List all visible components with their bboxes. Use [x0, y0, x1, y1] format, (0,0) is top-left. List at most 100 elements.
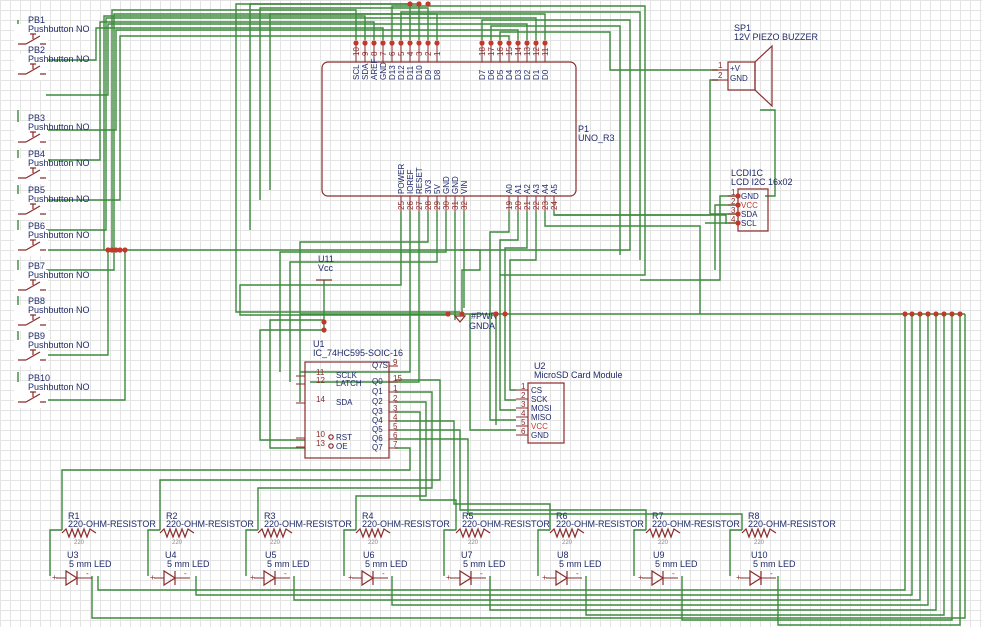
wire-40[interactable]: [499, 212, 519, 411]
wire-42[interactable]: [509, 212, 537, 391]
wire-72[interactable]: [729, 529, 742, 576]
diode-triangle[interactable]: [65, 569, 79, 587]
wire-36[interactable]: [279, 212, 447, 372]
wire-32[interactable]: [300, 212, 411, 373]
diode-triangle[interactable]: [749, 569, 763, 587]
diode-triangle[interactable]: [555, 569, 569, 587]
shift-register-body[interactable]: [304, 361, 390, 459]
pushbutton-body[interactable]: [14, 340, 48, 366]
wire-53[interactable]: [259, 329, 324, 441]
resistor-zigzag[interactable]: [645, 527, 681, 539]
wire-66[interactable]: [147, 529, 160, 576]
pushbutton-body[interactable]: [14, 24, 48, 50]
wire-15[interactable]: [46, 23, 528, 96]
diode-triangle[interactable]: [361, 569, 375, 587]
wire-55[interactable]: [469, 314, 516, 431]
lcd-pin-number: 2: [731, 197, 736, 206]
pin-number-22: 22: [532, 201, 541, 210]
wire-63[interactable]: [395, 438, 743, 530]
wire-70[interactable]: [537, 529, 550, 576]
pushbutton-body[interactable]: [14, 122, 48, 148]
wire-74[interactable]: [195, 314, 913, 596]
resistor-zigzag[interactable]: [549, 527, 585, 539]
diode-triangle[interactable]: [651, 569, 665, 587]
wire-39[interactable]: [489, 212, 516, 421]
diode-triangle[interactable]: [459, 569, 473, 587]
wire-34[interactable]: [299, 212, 429, 402]
wire-31[interactable]: [239, 212, 450, 316]
wire-81[interactable]: [91, 314, 966, 619]
pin-name-d7: D7: [478, 69, 487, 80]
resistor-zigzag[interactable]: [159, 527, 195, 539]
wire-29[interactable]: [46, 249, 481, 312]
wire-43[interactable]: [544, 212, 701, 314]
wire-17[interactable]: [46, 13, 546, 271]
wire-78[interactable]: [585, 314, 945, 616]
wire-45[interactable]: [554, 214, 727, 224]
pin-number-14: 14: [514, 47, 523, 56]
wire-33[interactable]: [310, 212, 420, 383]
wire-65[interactable]: [49, 529, 62, 576]
wire-6[interactable]: [235, 3, 460, 313]
wire-71[interactable]: [633, 529, 646, 576]
wire-11[interactable]: [490, 25, 621, 255]
wire-79[interactable]: [681, 314, 953, 621]
wire-67[interactable]: [245, 529, 258, 576]
resistor-zigzag[interactable]: [257, 527, 293, 539]
wire-80[interactable]: [777, 314, 961, 626]
pushbutton-body[interactable]: [14, 230, 48, 256]
pushbutton-body[interactable]: [14, 382, 48, 408]
pushbutton-body[interactable]: [14, 194, 48, 220]
wire-35[interactable]: [289, 212, 438, 382]
pushbutton-body[interactable]: [14, 54, 48, 80]
wire-41[interactable]: [504, 212, 528, 401]
diode-triangle[interactable]: [163, 569, 177, 587]
pushbutton-body[interactable]: [14, 158, 48, 184]
wire-57[interactable]: [159, 379, 441, 530]
diode-triangle[interactable]: [263, 569, 277, 587]
wire-69[interactable]: [443, 529, 456, 576]
wire-64[interactable]: [61, 447, 411, 530]
resistor-value: 220-OHM-RESISTOR: [166, 519, 254, 529]
sd-body[interactable]: [527, 382, 565, 444]
pushbutton-body[interactable]: [14, 270, 48, 296]
led-ref: U9: [653, 550, 665, 560]
arduino-body[interactable]: [321, 61, 577, 197]
wire-59[interactable]: [355, 401, 427, 530]
wire-54[interactable]: [269, 319, 324, 449]
wire-68[interactable]: [343, 529, 356, 576]
wire-30[interactable]: [46, 250, 109, 356]
wire-2[interactable]: [46, 21, 375, 161]
buzzer-pin-name: GND: [730, 74, 748, 83]
resistor-ref: R6: [556, 511, 568, 521]
wire-75[interactable]: [293, 314, 921, 601]
lcd-body[interactable]: [737, 188, 769, 232]
wire-73[interactable]: [97, 314, 906, 591]
wire-44[interactable]: [553, 79, 718, 216]
wire-13[interactable]: [46, 35, 510, 201]
wire-76[interactable]: [391, 314, 929, 606]
wire-46[interactable]: [640, 195, 738, 281]
resistor-zigzag[interactable]: [61, 527, 97, 539]
resistor-zigzag[interactable]: [741, 527, 777, 539]
wire-16[interactable]: [46, 17, 537, 231]
wire-7[interactable]: [249, 3, 420, 230]
wire-60[interactable]: [395, 411, 457, 530]
resistor-zigzag[interactable]: [355, 527, 391, 539]
wire-62[interactable]: [395, 429, 647, 530]
wire-1[interactable]: [103, 15, 366, 250]
wire-0[interactable]: [111, 9, 357, 250]
wire-5[interactable]: [400, 11, 641, 260]
wire-14[interactable]: [46, 29, 519, 131]
wire-10[interactable]: [460, 19, 631, 251]
wire-61[interactable]: [395, 420, 551, 530]
wire-3[interactable]: [46, 27, 384, 61]
wire-58[interactable]: [257, 391, 433, 530]
resistor-zigzag[interactable]: [455, 527, 491, 539]
wire-9[interactable]: [269, 13, 438, 190]
pushbutton-body[interactable]: [14, 305, 48, 331]
wire-77[interactable]: [489, 314, 937, 611]
wire-50[interactable]: [760, 109, 776, 197]
wire-12[interactable]: [499, 31, 718, 71]
